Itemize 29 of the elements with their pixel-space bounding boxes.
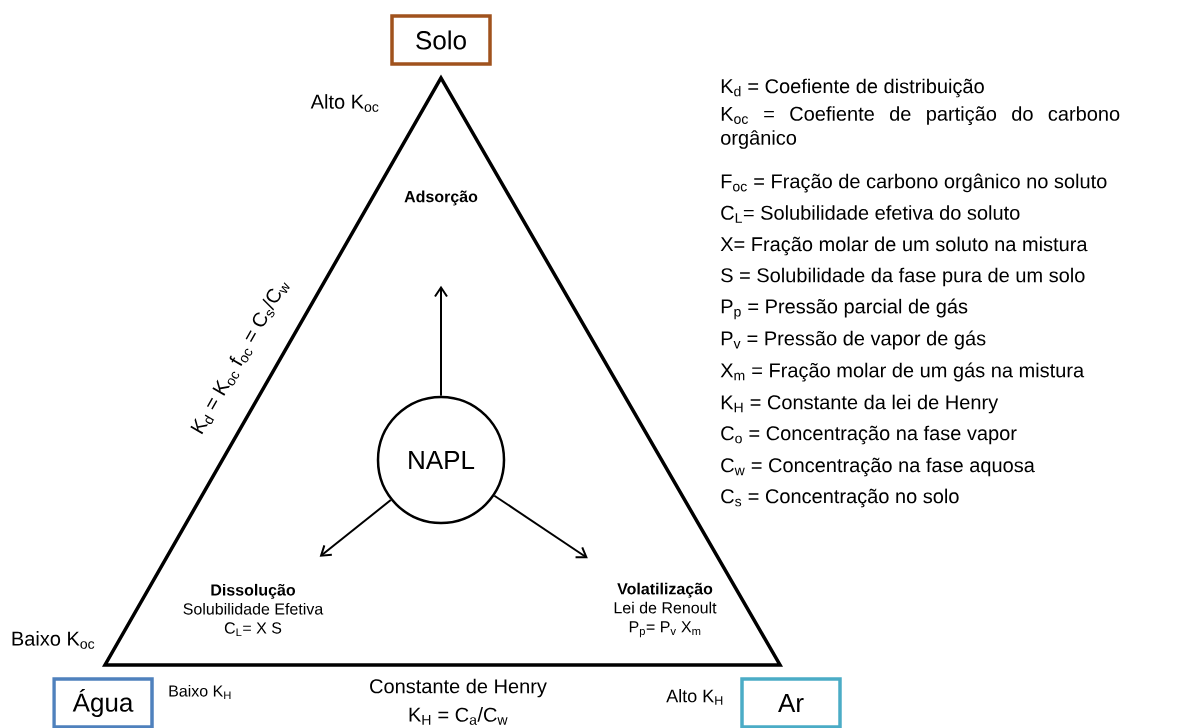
label-text: Alto K$_{H}$	[666, 689, 723, 705]
definition-text: K$_{H}$ = Constante da lei de Henry	[721, 394, 999, 414]
definition-text: F$_{oc}$ = Fração de carbono orgânico no soluto	[721, 173, 1107, 193]
label-text: Alto K$_{oc}$	[310, 94, 379, 112]
arrow	[493, 494, 588, 559]
process-text: Volatilização Lei de Renoult P$_{p}$= P$_{v}$ X$_{m}$	[614, 582, 717, 638]
definition-text: P$_{p}$ = Pressão parcial de gás	[721, 298, 968, 320]
definition-text: K$_{d}$ = Coefiente de distribuição	[721, 78, 984, 98]
label-text: Constante de Henry	[370, 678, 547, 698]
arrow	[319, 499, 392, 557]
process-text: Adsorção	[404, 190, 478, 206]
arrow	[434, 285, 448, 397]
label-text: Baixo K$_{H}$	[169, 684, 231, 700]
definition-text: K$_{oc}$ = Coefiente de partição do carbono orgânico	[721, 106, 1120, 149]
compartment-box: Solo	[390, 14, 492, 66]
process-text: Dissolução Solubilidade Efetiva C$_{L}$= X S	[183, 583, 324, 637]
definition-text: C$_{o}$ = Concentração na fase vapor	[721, 425, 1017, 445]
definition-text: X= Fração molar de um soluto na mistura	[720, 236, 1088, 256]
definition-text: P$_{v}$ = Pressão de vapor de gás	[721, 330, 986, 350]
label-text: Baixo K$_{oc}$	[12, 631, 95, 649]
formula-label: K$_{d}$ = K$_{oc}$ f$_{oc}$ = C$_{s}$/C$_{w}$	[190, 282, 290, 435]
formula-label: K$_{H}$ = C$_{a}$/C$_{w}$	[409, 707, 508, 725]
definition-text: X$_{m}$ = Fração molar de um gás na mistura	[720, 362, 1085, 382]
compartment-box: Água	[52, 677, 154, 728]
definition-text: C$_{s}$ = Concentração no solo	[721, 488, 959, 508]
definition-text: C$_{L}$= Solubilidade efetiva do soluto	[721, 205, 1020, 223]
definition-text: S = Solubilidade da fase pura de um solo	[721, 267, 1085, 287]
compartment-box: Ar	[740, 677, 842, 728]
definition-text: C$_{w}$ = Concentração na fase aquosa	[721, 457, 1035, 477]
